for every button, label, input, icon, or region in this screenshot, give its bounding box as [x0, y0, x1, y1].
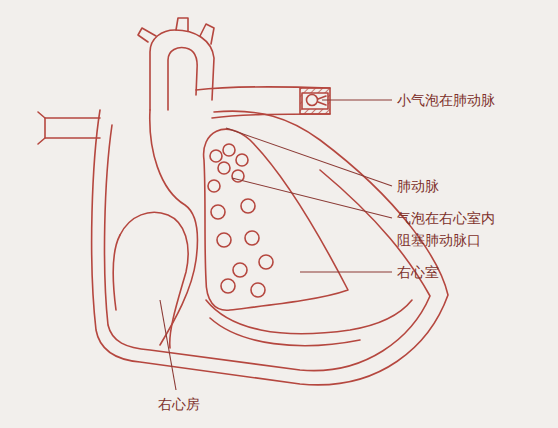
- part-label: 右心室: [397, 261, 439, 283]
- part-label: 肺动脉: [397, 175, 439, 197]
- part-label: 气泡在右心室内 阻塞肺动脉口: [397, 207, 499, 251]
- part-label: 右心房: [158, 393, 200, 415]
- part-label: 小气泡在肺动脉: [397, 89, 495, 111]
- leader-lines: [160, 100, 392, 390]
